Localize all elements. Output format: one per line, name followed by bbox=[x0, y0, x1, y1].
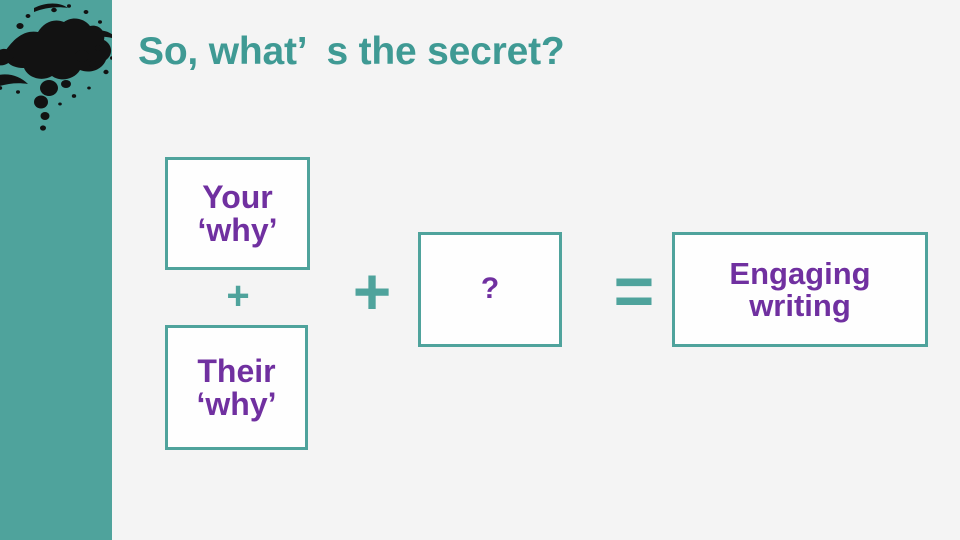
box-question-mark: ? bbox=[418, 232, 562, 347]
box-engaging-writing: Engaging writing bbox=[672, 232, 928, 347]
slide-title: So, what’ s the secret? bbox=[138, 30, 565, 73]
box-their-why: Their ‘why’ bbox=[165, 325, 308, 450]
operator-plus-large: + bbox=[352, 254, 392, 328]
sidebar-accent-bar bbox=[0, 0, 112, 540]
ink-splatter-icon bbox=[0, 3, 112, 131]
operator-equals: = bbox=[613, 252, 655, 330]
box-your-why: Your ‘why’ bbox=[165, 157, 310, 270]
operator-plus-small: + bbox=[226, 274, 250, 318]
